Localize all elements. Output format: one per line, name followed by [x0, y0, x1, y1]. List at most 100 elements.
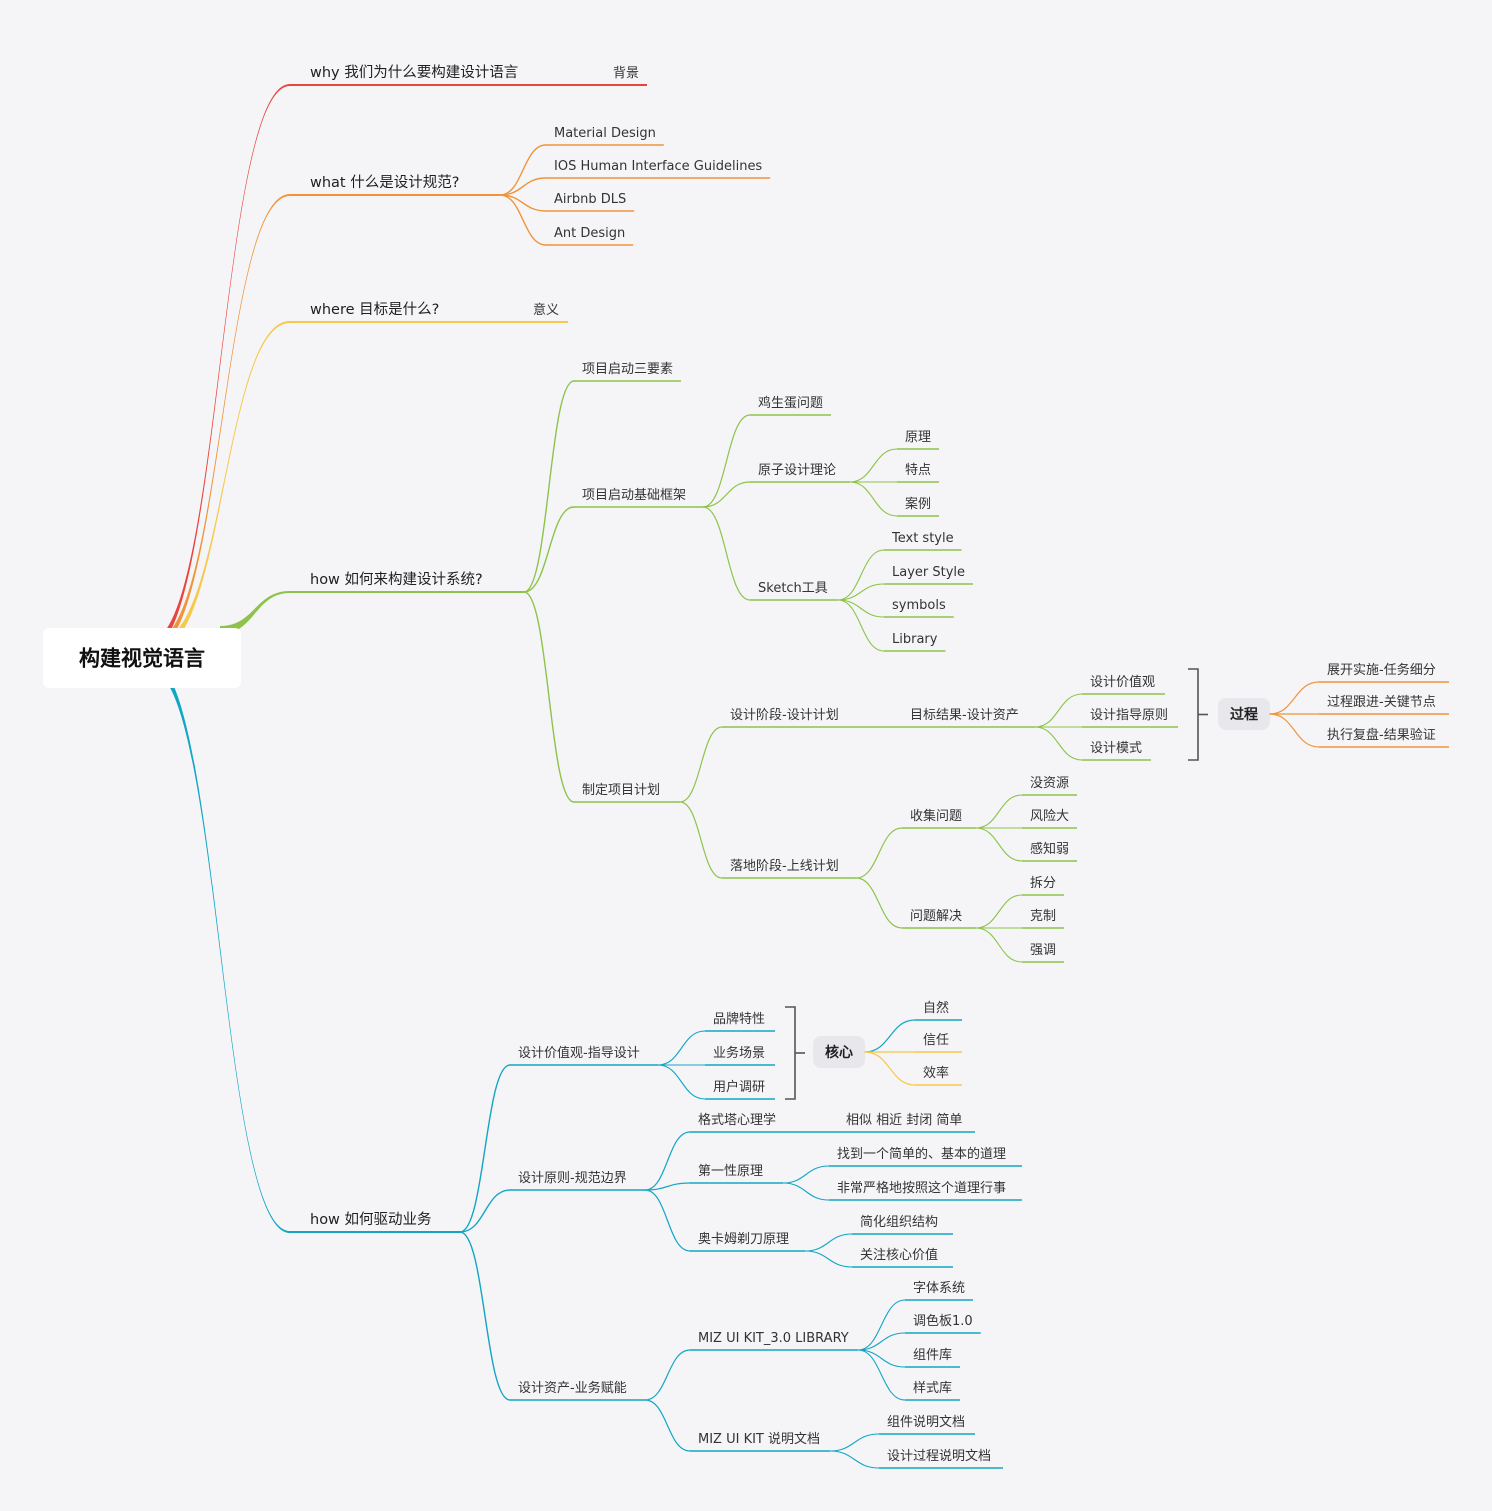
launch-phase-topic[interactable]: 落地阶段-上线计划: [730, 859, 839, 874]
connector-line: [855, 827, 903, 879]
connector-line: [837, 583, 885, 601]
process-hub-box[interactable]: [1218, 698, 1270, 730]
connector-line: [459, 1231, 511, 1401]
connector-line: [837, 599, 885, 618]
what-child-2[interactable]: Airbnb DLS: [554, 192, 626, 207]
solve-child-1[interactable]: 克制: [1030, 909, 1056, 924]
process-child-1[interactable]: 过程跟进-关键节点: [1327, 695, 1436, 710]
solve-child-2[interactable]: 强调: [1030, 943, 1056, 958]
root-topic-box[interactable]: [43, 628, 241, 688]
first-child-0[interactable]: 找到一个简单的、基本的道理: [837, 1146, 1006, 1162]
goal-child-2[interactable]: 设计模式: [1090, 741, 1142, 756]
core-bracket: [785, 1006, 796, 1100]
core-child-1[interactable]: 信任: [923, 1033, 949, 1048]
connector-line: [702, 414, 751, 508]
connector-line: [782, 1182, 830, 1201]
connector-line: [1269, 713, 1320, 748]
connector-line: [657, 1030, 706, 1066]
root-topic[interactable]: 构建视觉语言: [79, 647, 205, 671]
what-child-1[interactable]: IOS Human Interface Guidelines: [554, 159, 762, 174]
branch-line-where: [158, 321, 290, 650]
docs-child-1[interactable]: 设计过程说明文档: [887, 1449, 991, 1464]
sketch-child-3[interactable]: Library: [892, 632, 938, 647]
solve-child-0[interactable]: 拆分: [1030, 876, 1056, 891]
kickoff-topic[interactable]: 项目启动三要素: [582, 362, 673, 377]
where-child-meaning[interactable]: 意义: [533, 302, 559, 318]
what-child-3[interactable]: Ant Design: [554, 226, 625, 241]
library-child-2[interactable]: 组件库: [913, 1347, 952, 1363]
process-child-0[interactable]: 展开实施-任务细分: [1327, 662, 1436, 678]
connector-line: [837, 549, 885, 601]
assets-topic[interactable]: 设计资产-业务赋能: [518, 1380, 627, 1396]
connector-line: [782, 1165, 830, 1184]
values-child-1[interactable]: 业务场景: [713, 1045, 765, 1061]
connector-line: [804, 1250, 853, 1268]
branch-where[interactable]: where 目标是什么?: [310, 301, 439, 318]
goal-child-1[interactable]: 设计指导原则: [1090, 708, 1168, 723]
values-topic[interactable]: 设计价值观-指导设计: [518, 1045, 640, 1061]
atomic-child-1[interactable]: 特点: [905, 463, 931, 478]
atomic-child-0[interactable]: 原理: [905, 430, 931, 445]
connector-line: [1269, 681, 1320, 715]
values-child-0[interactable]: 品牌特性: [713, 1011, 765, 1027]
atomic-child-2[interactable]: 案例: [905, 497, 931, 512]
sketch-topic[interactable]: Sketch工具: [758, 581, 828, 596]
goal-child-0[interactable]: 设计价值观: [1090, 674, 1155, 690]
connector-line: [499, 144, 547, 196]
connector-line: [857, 1332, 906, 1351]
process-child-2[interactable]: 执行复盘-结果验证: [1327, 727, 1436, 743]
connector-line: [864, 1019, 916, 1053]
branch-how-build[interactable]: how 如何来构建设计系统?: [310, 571, 483, 588]
branch-why[interactable]: why 我们为什么要构建设计语言: [310, 64, 518, 81]
branch-line-what: [154, 194, 290, 650]
plan-topic[interactable]: 制定项目计划: [582, 783, 660, 798]
first-child-1[interactable]: 非常严格地按照这个道理行事: [837, 1180, 1006, 1196]
core-child-0[interactable]: 自然: [923, 1000, 949, 1016]
connector-line: [459, 1064, 511, 1233]
occam-child-1[interactable]: 关注核心价值: [860, 1247, 938, 1263]
docs-topic[interactable]: MIZ UI KIT 说明文档: [698, 1432, 820, 1447]
solve-topic[interactable]: 问题解决: [910, 909, 962, 924]
first-principle-topic[interactable]: 第一性原理: [698, 1164, 763, 1179]
why-child-bg[interactable]: 背景: [613, 66, 639, 81]
branch-what[interactable]: what 什么是设计规范?: [310, 174, 459, 191]
connector-line: [975, 894, 1023, 929]
framework-topic[interactable]: 项目启动基础框架: [582, 488, 686, 503]
connector-line: [849, 448, 898, 483]
collect-topic[interactable]: 收集问题: [910, 808, 962, 824]
occam-topic[interactable]: 奥卡姆剃刀原理: [698, 1232, 789, 1247]
gestalt-child-0[interactable]: 相似 相近 封闭 简单: [846, 1112, 962, 1128]
core-hub-box[interactable]: [813, 1036, 865, 1068]
collect-child-2[interactable]: 感知弱: [1030, 841, 1069, 857]
library-child-3[interactable]: 样式库: [913, 1380, 952, 1396]
connector-line: [975, 927, 1023, 963]
atomic-topic[interactable]: 原子设计理论: [758, 463, 836, 478]
collect-child-0[interactable]: 没资源: [1030, 776, 1069, 791]
connector-line: [849, 481, 898, 517]
connector-line: [702, 506, 751, 601]
process-hub[interactable]: 过程: [1230, 706, 1258, 723]
library-child-1[interactable]: 调色板1.0: [913, 1313, 973, 1329]
library-child-0[interactable]: 字体系统: [913, 1281, 965, 1296]
principles-topic[interactable]: 设计原则-规范边界: [518, 1171, 627, 1186]
goal-topic[interactable]: 目标结果-设计资产: [910, 708, 1019, 723]
design-phase-topic[interactable]: 设计阶段-设计计划: [730, 708, 839, 723]
docs-child-0[interactable]: 组件说明文档: [887, 1415, 965, 1430]
connector-line: [523, 591, 575, 803]
sketch-child-2[interactable]: symbols: [892, 598, 946, 613]
sketch-child-0[interactable]: Text style: [891, 531, 954, 546]
occam-child-0[interactable]: 简化组织结构: [860, 1214, 938, 1230]
library-topic[interactable]: MIZ UI KIT_3.0 LIBRARY: [698, 1331, 849, 1346]
branch-how-drive[interactable]: how 如何驱动业务: [310, 1211, 432, 1228]
core-hub[interactable]: 核心: [825, 1044, 853, 1061]
chicken-egg-topic[interactable]: 鸡生蛋问题: [758, 395, 823, 411]
gestalt-topic[interactable]: 格式塔心理学: [698, 1112, 776, 1128]
values-child-2[interactable]: 用户调研: [713, 1079, 765, 1095]
connector-line: [679, 726, 723, 803]
connector-line: [679, 801, 723, 879]
core-child-2[interactable]: 效率: [923, 1065, 949, 1081]
sketch-child-1[interactable]: Layer Style: [892, 565, 965, 580]
collect-child-1[interactable]: 风险大: [1030, 809, 1069, 824]
what-child-0[interactable]: Material Design: [554, 126, 656, 141]
